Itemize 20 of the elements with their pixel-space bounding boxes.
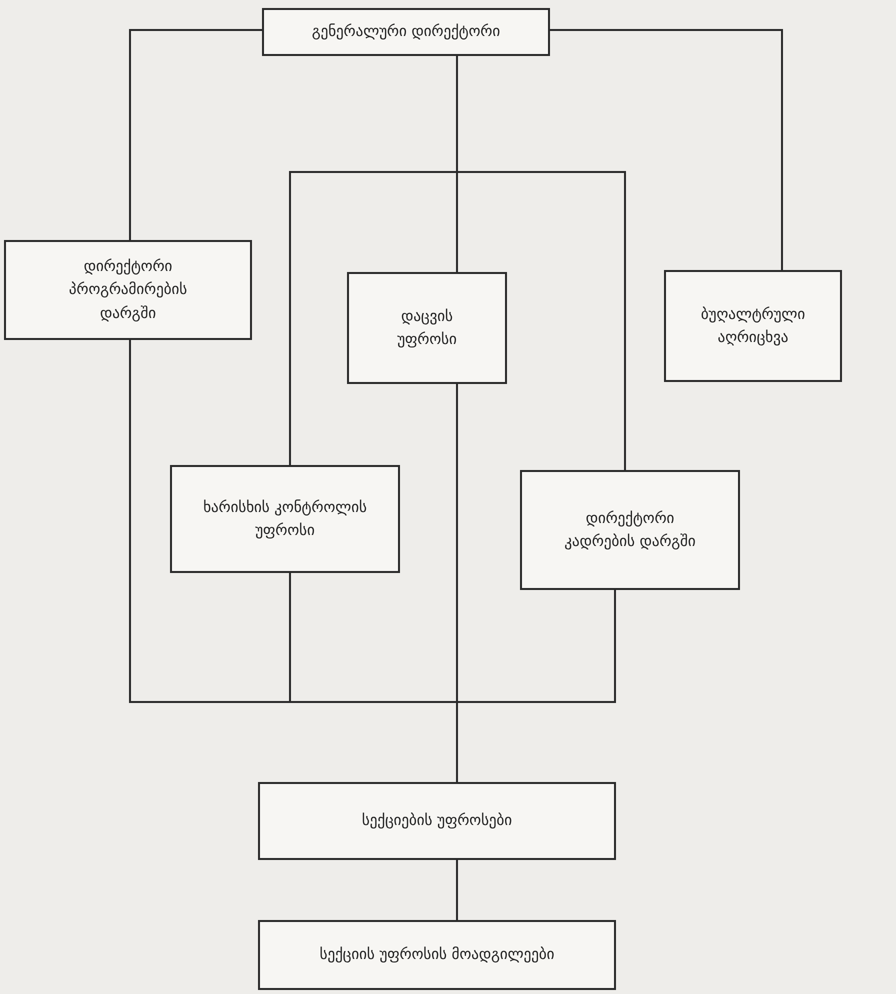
org-box bbox=[170, 465, 400, 573]
org-box bbox=[262, 8, 550, 56]
org-box bbox=[4, 240, 252, 340]
box-label: ხარისხის კონტროლის უფროსი bbox=[202, 496, 368, 541]
box-label: სექციის უფროსის მოადგილეები bbox=[320, 944, 554, 966]
box-label: ბუღალტრული აღრიცხვა bbox=[700, 304, 806, 348]
box-label: დაცვის უფროსი bbox=[396, 306, 458, 350]
connector-line bbox=[456, 590, 616, 782]
connector-line bbox=[456, 860, 458, 920]
org-box bbox=[258, 782, 616, 860]
box-label: დირექტორი პროგრამირების დარგში bbox=[68, 256, 188, 324]
org-box bbox=[347, 272, 507, 384]
org-box bbox=[258, 920, 616, 990]
connector-line bbox=[129, 29, 262, 240]
connector-line bbox=[550, 29, 783, 270]
box-label: სექციების უფროსები bbox=[362, 810, 512, 832]
org-box bbox=[664, 270, 842, 382]
org-box bbox=[520, 470, 740, 590]
box-label: დირექტორი კადრების დარგში bbox=[563, 508, 697, 552]
box-label: გენერალური დირექტორი bbox=[312, 21, 500, 42]
